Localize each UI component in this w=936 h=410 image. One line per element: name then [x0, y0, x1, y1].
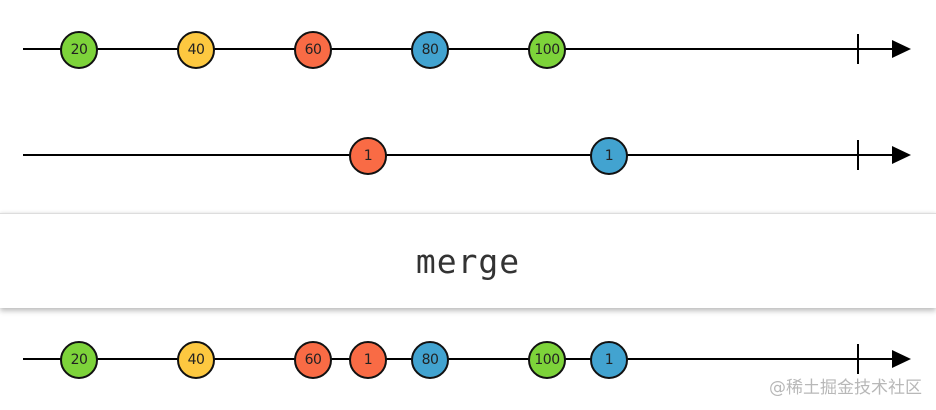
completion-tick — [857, 140, 859, 170]
marble: 60 — [294, 31, 332, 69]
marble: 100 — [528, 341, 566, 379]
timeline-line — [23, 154, 893, 156]
marble: 40 — [177, 341, 215, 379]
arrow-head-icon — [892, 146, 911, 164]
marble: 1 — [349, 341, 387, 379]
marble: 40 — [177, 31, 215, 69]
marble: 1 — [349, 137, 387, 175]
operator-label: merge — [415, 241, 521, 281]
marble: 60 — [294, 341, 332, 379]
output-timeline: 20 40 60 1 80 100 1 — [0, 334, 936, 384]
input-timeline-1: 20 40 60 80 100 — [0, 24, 936, 74]
timeline-line — [23, 358, 893, 360]
marble: 80 — [411, 341, 449, 379]
marble: 80 — [411, 31, 449, 69]
arrow-head-icon — [892, 350, 911, 368]
marble: 20 — [60, 341, 98, 379]
arrow-head-icon — [892, 40, 911, 58]
completion-tick — [857, 34, 859, 64]
completion-tick — [857, 344, 859, 374]
timeline-line — [23, 48, 893, 50]
watermark: @稀土掘金技术社区 — [769, 378, 922, 398]
marble: 100 — [528, 31, 566, 69]
marble: 1 — [590, 137, 628, 175]
operator-box: merge — [0, 213, 936, 308]
marble: 1 — [590, 341, 628, 379]
marble: 20 — [60, 31, 98, 69]
